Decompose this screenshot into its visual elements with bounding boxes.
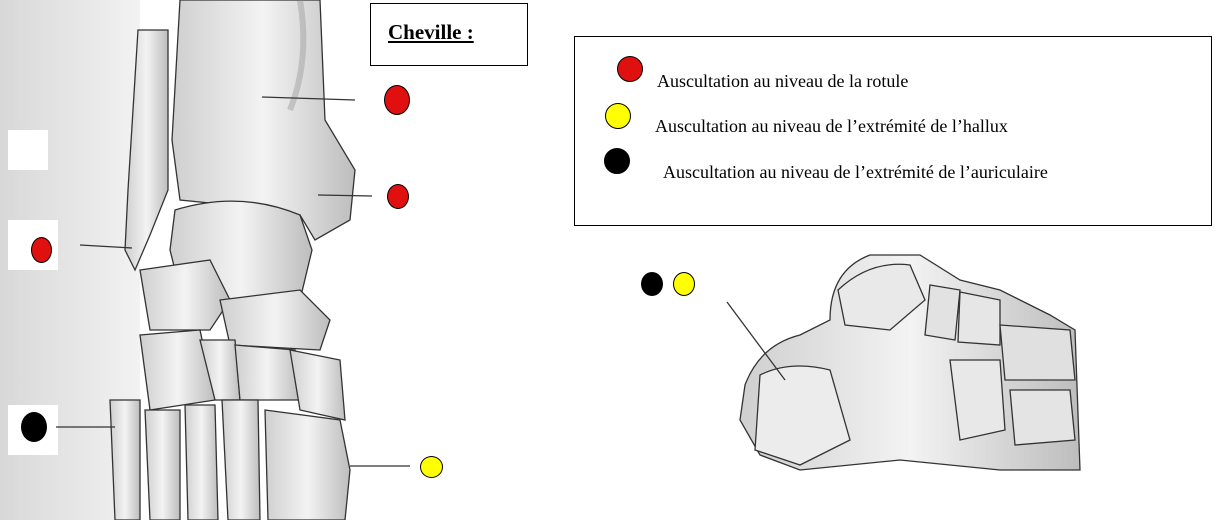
marker-black-lateral [641,272,663,296]
front-view-ankle-drawing [0,0,410,520]
legend-box: Auscultation au niveau de la rotule Ausc… [574,36,1212,226]
legend-label-auriculaire: Auscultation au niveau de l’extrémité de… [663,162,1048,183]
legend-label-rotule: Auscultation au niveau de la rotule [657,71,908,92]
marker-red-medial-malleolus [387,184,409,209]
lateral-view-foot-drawing [727,255,1080,470]
marker-black-fifth-metatarsal [21,412,47,442]
marker-yellow-lateral [673,272,695,296]
diagram-title: Cheville : [388,20,474,45]
marker-yellow-hallux [420,456,443,478]
legend-label-hallux: Auscultation au niveau de l’extrémité de… [655,116,1008,137]
legend-black-dot [604,148,630,174]
marker-red-lateral-malleolus [31,237,52,263]
marker-red-tibia [384,85,410,115]
legend-red-dot [617,56,643,82]
title-box: Cheville : [370,3,528,66]
legend-yellow-dot [605,103,631,129]
